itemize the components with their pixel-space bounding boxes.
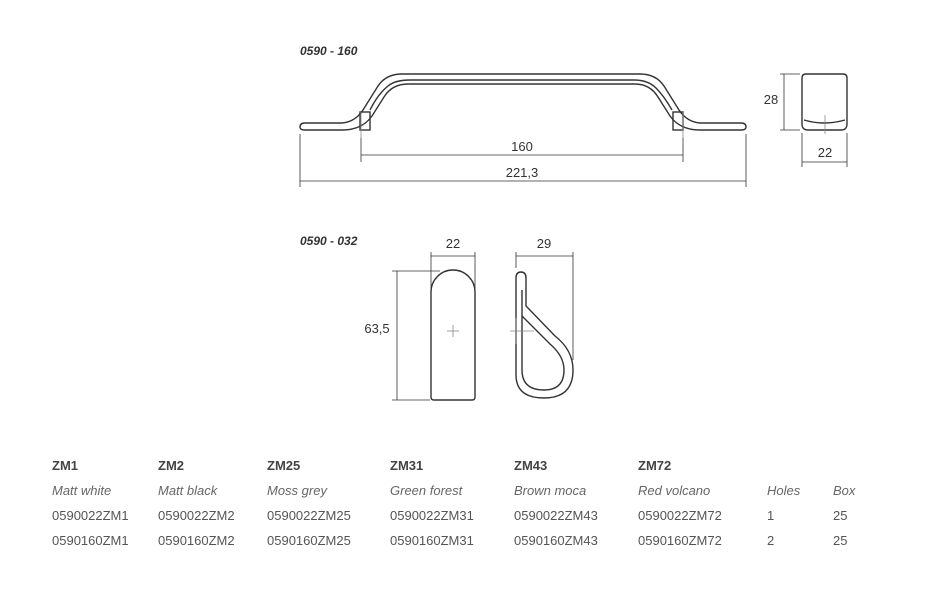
finish-code: ZM2: [158, 458, 184, 473]
box-header: Box: [833, 483, 856, 498]
table-row: 0590160ZM1 0590160ZM2 0590160ZM25 059016…: [52, 528, 873, 553]
handle-front-view: [299, 73, 747, 138]
finish-code-row: ZM1 ZM2 ZM25 ZM31 ZM43 ZM72: [52, 453, 873, 478]
finish-name: Matt white: [52, 483, 112, 498]
finish-name: Matt black: [158, 483, 218, 498]
reference-code: 0590022ZM1: [52, 508, 129, 523]
reference-code: 0590160ZM2: [158, 533, 235, 548]
finish-code: ZM25: [267, 458, 301, 473]
table-row: 0590022ZM1 0590022ZM2 0590022ZM25 059002…: [52, 503, 873, 528]
reference-code: 0590160ZM72: [638, 533, 722, 548]
holes-value: 1: [767, 508, 775, 523]
finish-code: ZM31: [390, 458, 424, 473]
holes-header: Holes: [767, 483, 801, 498]
technical-drawing: 0590 - 160 160 221,3 28: [299, 44, 848, 401]
finish-name: Moss grey: [267, 483, 327, 498]
dimension-hole-spacing: 160: [360, 138, 684, 162]
dim-label-63-5: 63,5: [364, 321, 389, 336]
model-label-0590-160: 0590 - 160: [300, 44, 358, 58]
finish-name-row: Matt white Matt black Moss grey Green fo…: [52, 478, 873, 503]
dim-label-28: 28: [764, 92, 778, 107]
dim-label-29: 29: [537, 236, 551, 251]
reference-code: 0590160ZM1: [52, 533, 129, 548]
reference-code: 0590160ZM25: [267, 533, 351, 548]
model-label-0590-032: 0590 - 032: [300, 234, 358, 248]
reference-code: 0590160ZM31: [390, 533, 474, 548]
reference-code: 0590022ZM43: [514, 508, 598, 523]
dimension-overall-length: 221,3: [299, 134, 747, 187]
finish-code: ZM1: [52, 458, 78, 473]
box-value: 25: [833, 533, 848, 548]
reference-code: 0590022ZM25: [267, 508, 351, 523]
dim-label-side-22: 22: [818, 145, 832, 160]
reference-code: 0590022ZM31: [390, 508, 474, 523]
finish-name: Brown moca: [514, 483, 587, 498]
finish-name: Red volcano: [638, 483, 711, 498]
box-value: 25: [833, 508, 848, 523]
knob-front-view: 22 63,5: [364, 236, 476, 401]
dim-label-160: 160: [511, 139, 533, 154]
reference-code: 0590022ZM72: [638, 508, 722, 523]
handle-side-view: 28 22: [764, 73, 848, 167]
finish-code: ZM72: [638, 458, 672, 473]
reference-code: 0590160ZM43: [514, 533, 598, 548]
dim-label-221-3: 221,3: [506, 165, 539, 180]
reference-code: 0590022ZM2: [158, 508, 235, 523]
finish-reference-table: ZM1 ZM2 ZM25 ZM31 ZM43 ZM72 Matt white M…: [52, 453, 873, 553]
finish-code: ZM43: [514, 458, 548, 473]
knob-side-view: 29: [510, 236, 574, 399]
finish-name: Green forest: [390, 483, 463, 498]
dim-label-knob-22: 22: [446, 236, 460, 251]
holes-value: 2: [767, 533, 775, 548]
